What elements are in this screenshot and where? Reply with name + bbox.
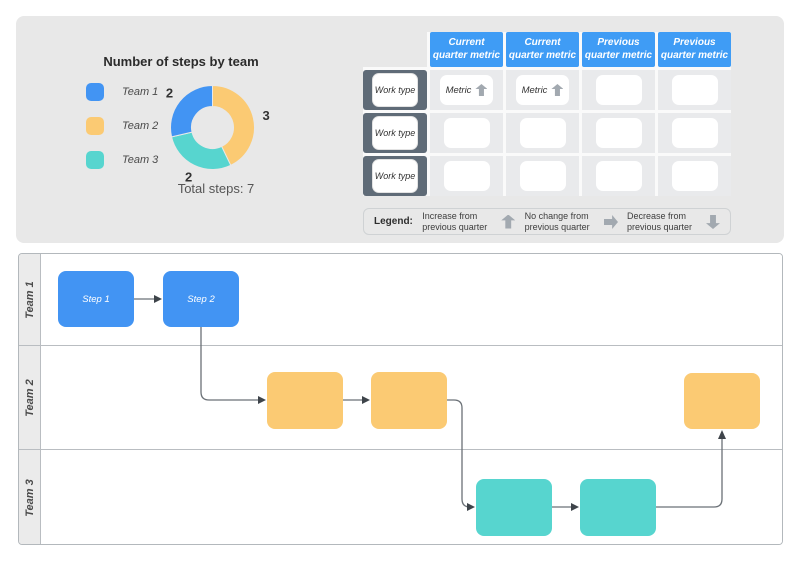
legend-item-decrease: Decrease from previous quarter xyxy=(627,211,720,232)
table-corner xyxy=(363,32,427,67)
right-arrow-icon xyxy=(604,215,618,229)
metric-value-box[interactable] xyxy=(671,161,718,191)
metric-cell-r2c3 xyxy=(582,113,655,153)
metric-value-box[interactable] xyxy=(595,75,642,105)
metric-cell-r1c2: Metric xyxy=(506,70,579,110)
flow-node-step2[interactable]: Step 2 xyxy=(163,271,239,327)
column-header-4[interactable]: Previous quarter metric xyxy=(658,32,731,67)
swimlane-diagram: Team 1 Team 2 Team 3 xyxy=(18,253,783,545)
row-header-3[interactable]: Work type xyxy=(363,156,427,196)
chart-legend-item: Team 2 xyxy=(86,117,158,135)
work-type-label: Work type xyxy=(372,116,418,150)
chart-legend: Team 1 Team 2 Team 3 xyxy=(86,83,158,169)
donut-chart: 3 2 2 xyxy=(166,84,270,185)
metric-cell-r2c4 xyxy=(658,113,731,153)
donut-value-label: 2 xyxy=(166,86,173,101)
legend-label: Team 2 xyxy=(122,120,159,132)
table-legend-title: Legend: xyxy=(374,216,413,227)
metric-cell-r3c1 xyxy=(430,156,503,196)
metric-cell-r2c2 xyxy=(506,113,579,153)
donut-slice-team-3[interactable] xyxy=(170,131,232,170)
row-header-1[interactable]: Work type xyxy=(363,70,427,110)
metric-cell-r2c1 xyxy=(430,113,503,153)
metric-value-box[interactable] xyxy=(443,161,490,191)
metric-cell-r3c4 xyxy=(658,156,731,196)
chart-legend-item: Team 3 xyxy=(86,151,158,169)
chart-title: Number of steps by team xyxy=(103,54,259,69)
metric-value-box[interactable] xyxy=(595,118,642,148)
metric-value-box[interactable] xyxy=(671,75,718,105)
legend-swatch xyxy=(86,83,104,101)
up-arrow-icon xyxy=(551,84,564,96)
donut-value-label: 3 xyxy=(263,108,270,123)
lane-team-1: Team 1 xyxy=(19,254,782,346)
up-arrow-icon xyxy=(475,84,488,96)
metric-cell-r1c4 xyxy=(658,70,731,110)
legend-item-increase: Increase from previous quarter xyxy=(422,211,516,232)
up-arrow-icon xyxy=(501,214,516,229)
donut-slice-team-1[interactable] xyxy=(170,84,213,138)
column-header-2[interactable]: Current quarter metric xyxy=(506,32,579,67)
table-legend: Legend: Increase from previous quarter N… xyxy=(363,208,731,235)
flow-node-team2-2[interactable] xyxy=(371,372,447,429)
metric-cell-r1c3 xyxy=(582,70,655,110)
chart-legend-item: Team 1 xyxy=(86,83,158,101)
legend-swatch xyxy=(86,151,104,169)
legend-label: Team 1 xyxy=(122,86,159,98)
column-header-1[interactable]: Current quarter metric xyxy=(430,32,503,67)
flow-node-team3-2[interactable] xyxy=(580,479,656,536)
donut-slice-team-2[interactable] xyxy=(212,84,255,167)
metric-value-box[interactable] xyxy=(519,118,566,148)
metric-value-box[interactable]: Metric xyxy=(439,75,494,105)
legend-item-no-change: No change from previous quarter xyxy=(525,211,618,232)
legend-label: Team 3 xyxy=(122,154,159,166)
flow-node-team2-3[interactable] xyxy=(684,373,760,429)
lane-header-team-3[interactable]: Team 3 xyxy=(19,450,41,544)
legend-swatch xyxy=(86,117,104,135)
metric-value-box[interactable] xyxy=(595,161,642,191)
metric-cell-r3c2 xyxy=(506,156,579,196)
flow-node-team3-1[interactable] xyxy=(476,479,552,536)
metric-value-box[interactable] xyxy=(519,161,566,191)
metrics-panel: Number of steps by team Team 1 Team 2 Te… xyxy=(16,16,784,243)
lane-header-team-2[interactable]: Team 2 xyxy=(19,346,41,449)
donut-value-label: 2 xyxy=(185,170,192,185)
lane-team-3: Team 3 xyxy=(19,450,782,544)
chart-total-label: Total steps: 7 xyxy=(177,181,255,196)
row-header-2[interactable]: Work type xyxy=(363,113,427,153)
flow-node-step1[interactable]: Step 1 xyxy=(58,271,134,327)
metric-value-box[interactable] xyxy=(671,118,718,148)
column-header-3[interactable]: Previous quarter metric xyxy=(582,32,655,67)
down-arrow-icon xyxy=(706,215,720,229)
metric-value-box[interactable] xyxy=(443,118,490,148)
lane-header-team-1[interactable]: Team 1 xyxy=(19,254,41,345)
metric-cell-r3c3 xyxy=(582,156,655,196)
flow-node-team2-1[interactable] xyxy=(267,372,343,429)
metric-value-box[interactable]: Metric xyxy=(515,75,570,105)
work-type-label: Work type xyxy=(372,159,418,193)
metric-cell-r1c1: Metric xyxy=(430,70,503,110)
work-type-label: Work type xyxy=(372,73,418,107)
